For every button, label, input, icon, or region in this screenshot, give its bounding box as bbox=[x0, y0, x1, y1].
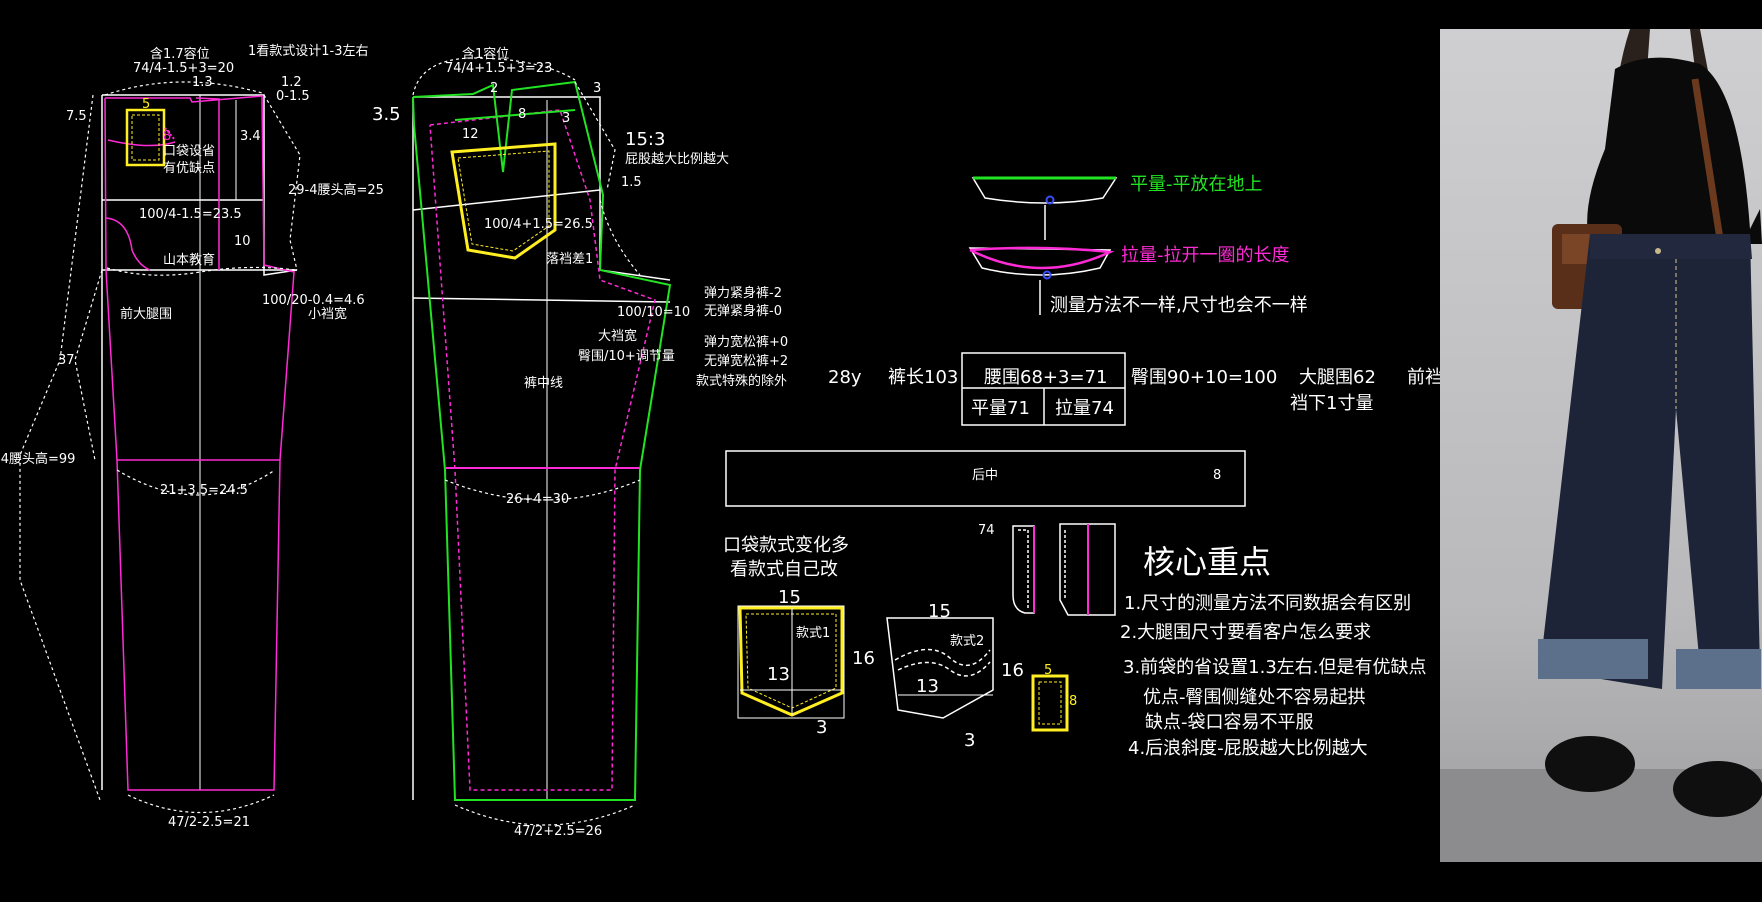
spec-thigh: 大腿围62 bbox=[1299, 367, 1376, 388]
front-dim-1-3: 1.3 bbox=[192, 75, 213, 90]
back-note-1: 弹力紧身裤-2 bbox=[704, 285, 782, 301]
front-teaching: 山本教育 bbox=[163, 252, 215, 268]
flat-measure-icon bbox=[971, 176, 1118, 240]
pocket-title-1: 口袋款式变化多 bbox=[723, 535, 849, 556]
back-crotch-formula: 100/10=10 bbox=[617, 305, 690, 320]
back-hip-room: 含1容位 bbox=[462, 46, 509, 62]
back-dim-1-5: 1.5 bbox=[621, 175, 642, 190]
front-knee-formula: 21+3.5=24.5 bbox=[160, 483, 248, 498]
pocket-style-1 bbox=[737, 605, 845, 719]
pocket-style-2 bbox=[886, 617, 994, 719]
pocket-title-2: 看款式自己改 bbox=[730, 559, 838, 580]
back-knee-formula: 26+4=30 bbox=[506, 492, 569, 507]
front-hip-formula: 100/4-1.5=23.5 bbox=[139, 207, 242, 222]
front-waist-formula: 74/4-1.5+3=20 bbox=[133, 61, 234, 76]
pocket-2-label: 款式2 bbox=[950, 634, 984, 649]
front-dim-0-1-5: 0-1.5 bbox=[276, 89, 310, 104]
back-dim-3: 3 bbox=[593, 81, 601, 96]
spec-size: 28y bbox=[828, 367, 862, 388]
front-pants-piece bbox=[19, 81, 301, 813]
spec-hip: 臀围90+10=100 bbox=[1131, 367, 1277, 388]
pocket-1-top: 15 bbox=[778, 587, 801, 608]
fly-value: 74 bbox=[978, 523, 995, 538]
front-pocket-note-1: 口袋设省 bbox=[163, 144, 215, 159]
front-pocket-5: 5 bbox=[142, 97, 150, 112]
front-outseam: 裤长-4腰头高=99 bbox=[0, 451, 75, 467]
back-waist-formula: 74/4+1.5+3=23 bbox=[445, 61, 552, 76]
pocket-2-top: 15 bbox=[928, 601, 951, 622]
back-slope: 15:3 bbox=[625, 129, 665, 150]
back-note-4: 无弹宽松裤+2 bbox=[704, 353, 788, 369]
front-crotch-formula: 100/20-0.4=4.6 bbox=[262, 293, 365, 308]
front-dim-1-2: 1.2 bbox=[281, 75, 302, 90]
stretch-measure-label: 拉量-拉开一圈的长度 bbox=[1121, 245, 1290, 266]
key-point-1: 1.尺寸的测量方法不同数据会有区别 bbox=[1124, 593, 1411, 614]
flat-measure-label: 平量-平放在地上 bbox=[1130, 174, 1263, 195]
front-crotch-label: 小裆宽 bbox=[308, 306, 347, 322]
pocket-1-label: 款式1 bbox=[796, 626, 830, 641]
pocket-2-bottom: 3 bbox=[964, 730, 975, 751]
spec-length: 裤长103 bbox=[888, 367, 958, 388]
back-hem-formula: 47/2+2.5=26 bbox=[514, 824, 602, 839]
key-point-3: 3.前袋的省设置1.3左右.但是有优缺点 bbox=[1123, 657, 1427, 678]
spec-thigh-note: 裆下1寸量 bbox=[1290, 393, 1373, 414]
stretch-measure-icon bbox=[968, 246, 1115, 315]
key-point-4: 4.后浪斜度-屁股越大比例越大 bbox=[1128, 738, 1368, 759]
small-pocket-5: 5 bbox=[1044, 663, 1052, 678]
pocket-2-side: 16 bbox=[1001, 660, 1024, 681]
small-pocket-8: 8 bbox=[1069, 694, 1077, 709]
waistband-label: 后中 bbox=[972, 468, 998, 483]
fly-pieces bbox=[1012, 523, 1116, 616]
small-pocket bbox=[1031, 674, 1069, 732]
back-slope-note: 屁股越大比例越大 bbox=[625, 152, 729, 167]
spec-front-rise: 前裆 bbox=[1407, 367, 1443, 388]
back-hip-formula: 100/4+1.5=26.5 bbox=[484, 217, 593, 232]
back-crotch-drop: 落裆差1 bbox=[546, 252, 593, 267]
pocket-1-bottom: 3 bbox=[816, 717, 827, 738]
spec-waist: 腰围68+3=71 bbox=[984, 367, 1107, 388]
back-dim-12: 12 bbox=[462, 127, 479, 142]
back-dim-3b: 3 bbox=[562, 111, 570, 126]
front-thigh-label: 前大腿围 bbox=[120, 306, 172, 322]
back-big-crotch: 大裆宽 bbox=[598, 328, 637, 344]
waistband-value: 8 bbox=[1213, 468, 1221, 483]
back-note-5: 款式特殊的除外 bbox=[696, 373, 787, 389]
front-pocket-8: 8 bbox=[163, 129, 171, 144]
front-dim-10: 10 bbox=[234, 234, 251, 249]
pocket-2-mid: 13 bbox=[916, 676, 939, 697]
model-figure bbox=[1440, 29, 1762, 862]
front-pocket-note-2: 有优缺点 bbox=[163, 161, 215, 176]
spec-stretch: 拉量74 bbox=[1055, 398, 1114, 419]
back-dim-3-5: 3.5 bbox=[372, 104, 401, 125]
front-style-note: 1看款式设计1-3左右 bbox=[248, 43, 369, 59]
spec-flat: 平量71 bbox=[971, 398, 1030, 419]
waistband-piece bbox=[725, 450, 1246, 507]
key-points-title: 核心重点 bbox=[1143, 543, 1271, 581]
pocket-1-mid: 13 bbox=[767, 664, 790, 685]
back-note-3: 弹力宽松裤+0 bbox=[704, 334, 788, 350]
key-point-3a: 优点-臀围侧缝处不容易起拱 bbox=[1143, 687, 1366, 708]
back-hip-adjust: 臀围/10+调节量 bbox=[578, 349, 675, 364]
back-dim-2: 2 bbox=[490, 81, 498, 96]
key-point-3b: 缺点-袋口容易不平服 bbox=[1145, 712, 1314, 733]
front-rise-formula: 29-4腰头高=25 bbox=[288, 182, 384, 198]
spec-table bbox=[961, 352, 1126, 426]
back-dim-8: 8 bbox=[518, 107, 526, 122]
front-dim-37: 37 bbox=[58, 353, 75, 368]
back-pants-piece bbox=[412, 57, 672, 826]
back-center-line: 裤中线 bbox=[524, 376, 563, 391]
front-hem-formula: 47/2-2.5=21 bbox=[168, 815, 250, 830]
product-photo bbox=[1440, 29, 1762, 862]
key-point-2: 2.大腿围尺寸要看客户怎么要求 bbox=[1120, 622, 1371, 643]
measure-note: 测量方法不一样,尺寸也会不一样 bbox=[1050, 295, 1308, 316]
front-hip-room: 含1.7容位 bbox=[150, 46, 210, 62]
pocket-1-side: 16 bbox=[852, 648, 875, 669]
front-dim-7-5: 7.5 bbox=[66, 109, 87, 124]
front-dim-3-4: 3.4 bbox=[240, 129, 261, 144]
back-note-2: 无弹紧身裤-0 bbox=[704, 303, 782, 319]
